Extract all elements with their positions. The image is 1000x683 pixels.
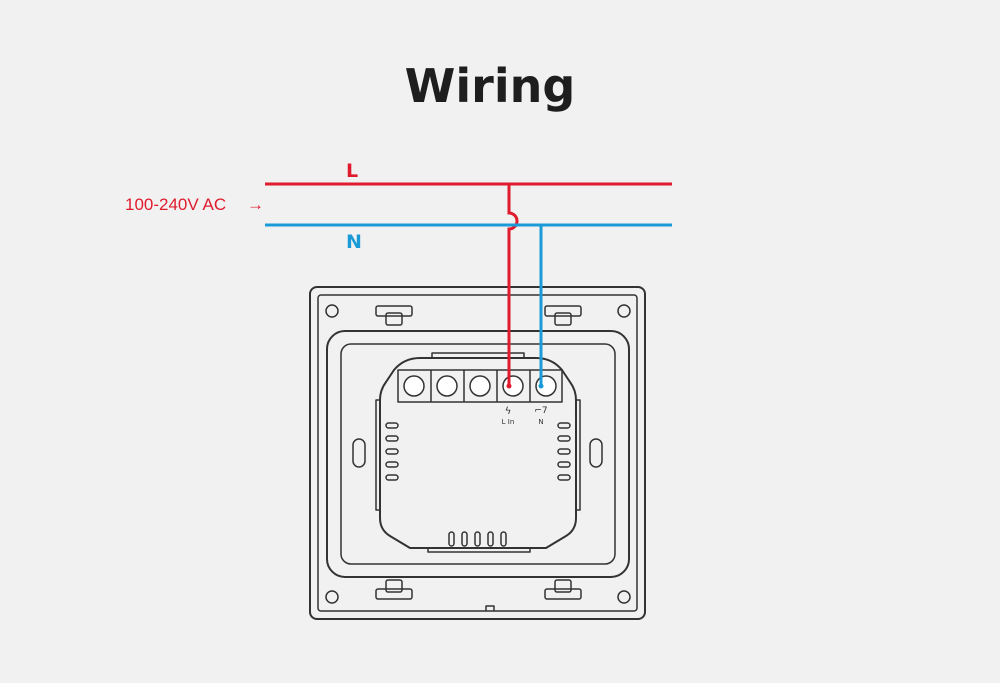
live-wire-label: L <box>346 160 358 182</box>
module-top-rail <box>431 352 525 358</box>
module-bottom-rail <box>427 548 531 553</box>
live-terminal-connection <box>506 383 512 389</box>
module-body <box>379 357 577 549</box>
supply-arrow-icon: → <box>247 195 264 214</box>
neutral-wire-label: N <box>346 231 362 253</box>
terminal-block-housing <box>397 369 563 403</box>
clip-top-right <box>544 305 582 326</box>
screw-hole-top-left <box>325 304 339 318</box>
neutral-symbol-icon: ⌐7 <box>534 406 547 416</box>
terminal-screw-live-in <box>502 375 524 397</box>
screw-hole-bottom-left <box>325 590 339 604</box>
clip-bottom-left <box>375 579 413 600</box>
side-slot-right <box>589 438 603 468</box>
screw-hole-top-right <box>617 304 631 318</box>
switch-device: ϟ L In ⌐7 N <box>309 286 646 620</box>
diagram-title: Wiring <box>405 59 576 113</box>
neutral-terminal-connection <box>538 383 544 389</box>
inner-frame-recess <box>340 343 616 565</box>
wires <box>265 182 672 389</box>
supply-voltage-label: 100-240V AC <box>125 195 226 214</box>
outer-plate-inner-edge <box>317 294 638 612</box>
side-slot-left <box>352 438 366 468</box>
outer-plate <box>309 286 646 620</box>
module-right-rail <box>576 399 581 511</box>
screw-hole-bottom-right <box>617 590 631 604</box>
vents-bottom <box>448 531 507 547</box>
terminal-label-neutral: N <box>538 418 543 426</box>
vents-left <box>385 422 399 481</box>
clip-top-left <box>375 305 413 326</box>
terminal-screw-3 <box>469 375 491 397</box>
module-left-rail <box>375 399 380 511</box>
vents-right <box>557 422 571 481</box>
lightning-icon: ϟ <box>505 406 512 417</box>
terminal-screw-1 <box>403 375 425 397</box>
terminal-screw-2 <box>436 375 458 397</box>
inner-frame <box>326 330 630 578</box>
terminal-label-live-in: L In <box>502 418 515 426</box>
clip-bottom-right <box>544 579 582 600</box>
live-drop-wire <box>507 184 519 386</box>
terminal-block <box>397 369 563 403</box>
bottom-seam <box>485 605 495 611</box>
